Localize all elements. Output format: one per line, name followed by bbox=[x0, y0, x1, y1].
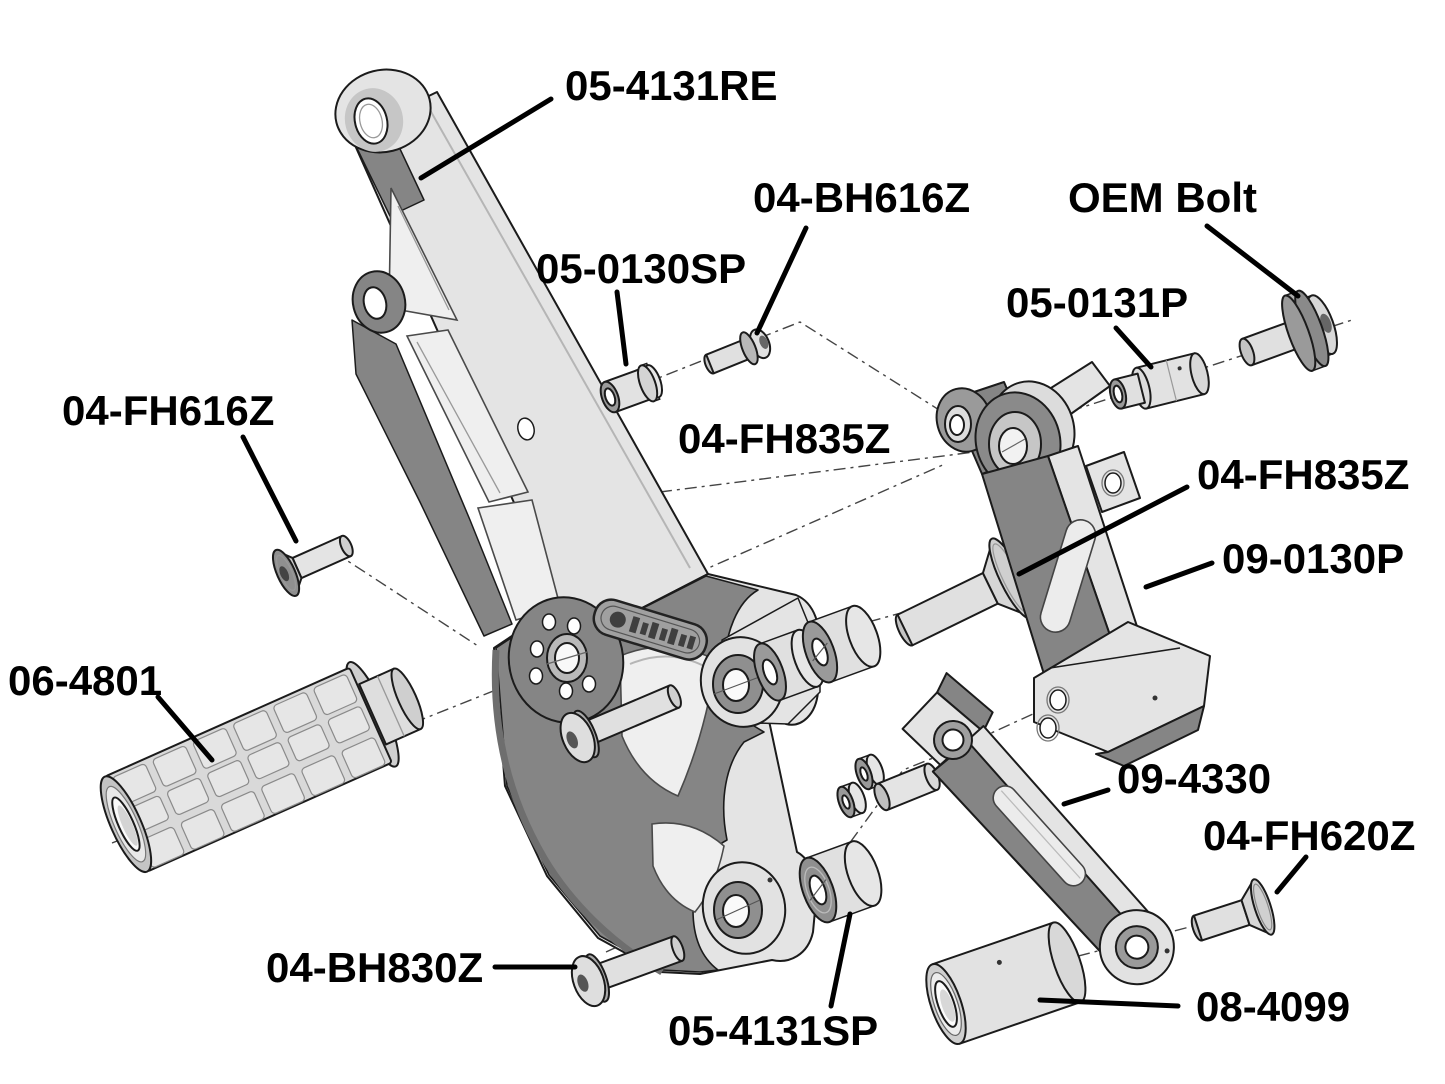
bracket-side-lug bbox=[351, 270, 407, 334]
label-bolt-bh616z: 04-BH616Z bbox=[753, 174, 970, 336]
part-bolt-fh616z bbox=[271, 534, 354, 598]
leader-arm-4330 bbox=[1061, 787, 1111, 807]
leader-bolt-fh620z bbox=[1274, 854, 1309, 895]
leader-footpeg bbox=[155, 694, 215, 763]
part-spacer-4099 bbox=[925, 921, 1087, 1046]
centerline-fh616z-axis bbox=[333, 551, 479, 647]
label-bolt-fh620z: 04-FH620Z bbox=[1203, 812, 1415, 895]
bracket-top-lug bbox=[334, 68, 432, 154]
bracket-flange bbox=[507, 596, 625, 724]
label-text-spacer-4099: 08-4099 bbox=[1196, 983, 1350, 1030]
part-bolt-fh620z bbox=[1190, 878, 1276, 942]
label-bolt-bh830z: 04-BH830Z bbox=[266, 944, 578, 991]
label-text-spacer-0131p: 05-0131P bbox=[1006, 279, 1188, 326]
label-spacer-0130sp: 05-0130SP bbox=[536, 245, 746, 367]
label-bolt-fh835z-1: 04-FH835Z bbox=[678, 415, 890, 462]
label-text-oem-bolt: OEM Bolt bbox=[1068, 174, 1257, 221]
label-text-bracket-0130p: 09-0130P bbox=[1222, 535, 1404, 582]
labels: 05-4131RE 04-BH616Z OEM Bolt 05-0130SP 0… bbox=[8, 62, 1415, 1054]
label-text-spacer-0130sp: 05-0130SP bbox=[536, 245, 746, 292]
part-bolt-bh830z bbox=[570, 935, 686, 1008]
leader-washer-4131sp bbox=[828, 911, 853, 1009]
bracket-cutout-mid bbox=[405, 329, 530, 503]
label-arm-4330: 09-4330 bbox=[1061, 755, 1271, 807]
leader-spacer-0131p bbox=[1113, 325, 1154, 370]
label-text-main-bracket: 05-4131RE bbox=[565, 62, 777, 109]
part-footpeg bbox=[99, 660, 425, 874]
part-washers-4131sp-upper bbox=[753, 604, 882, 702]
part-arm-4330 bbox=[901, 672, 1175, 986]
part-bolt-bh616z bbox=[703, 328, 772, 375]
centerline-eye-axis bbox=[659, 449, 991, 493]
label-bracket-0130p: 09-0130P bbox=[1143, 535, 1404, 590]
bracket-left-leg bbox=[351, 319, 513, 637]
label-text-footpeg: 06-4801 bbox=[8, 657, 162, 704]
leader-spacer-4099 bbox=[1037, 997, 1181, 1009]
label-text-bolt-bh616z: 04-BH616Z bbox=[753, 174, 970, 221]
label-text-bolt-fh620z: 04-FH620Z bbox=[1203, 812, 1415, 859]
part-washer-4131sp-lower bbox=[798, 840, 883, 924]
knurl-pads bbox=[112, 674, 386, 868]
leader-main-bracket bbox=[418, 96, 554, 181]
part-oem-bolt bbox=[1238, 289, 1338, 372]
label-text-bolt-fh835z-2: 04-FH835Z bbox=[1197, 451, 1409, 498]
centerline-mid-axis-a bbox=[671, 463, 946, 585]
leader-spacer-0130sp bbox=[614, 289, 629, 367]
label-text-arm-4330: 09-4330 bbox=[1117, 755, 1271, 802]
label-spacer-0131p: 05-0131P bbox=[1006, 279, 1188, 370]
centerline-top-bolt-axis bbox=[526, 321, 994, 445]
leader-oem-bolt bbox=[1204, 223, 1301, 299]
leader-bolt-bh616z bbox=[754, 225, 809, 336]
part-pivot-pin bbox=[873, 762, 941, 812]
leader-bolt-fh616z bbox=[240, 434, 299, 544]
label-footpeg: 06-4801 bbox=[8, 657, 215, 763]
part-small-washers bbox=[836, 753, 885, 819]
part-spacer-0130sp bbox=[599, 362, 664, 414]
label-bolt-fh616z: 04-FH616Z bbox=[62, 387, 299, 544]
label-text-bolt-fh835z-1: 04-FH835Z bbox=[678, 415, 890, 462]
leader-bolt-fh835z-2 bbox=[1016, 484, 1190, 577]
label-bolt-fh835z-2: 04-FH835Z bbox=[1016, 451, 1409, 577]
label-text-bolt-bh830z: 04-BH830Z bbox=[266, 944, 483, 991]
bracket-lower-barrel bbox=[701, 861, 787, 955]
bracket-0130p-foot bbox=[1033, 621, 1211, 767]
part-bracket-0130p bbox=[935, 361, 1211, 767]
label-text-washer-4131sp: 05-4131SP bbox=[668, 1007, 878, 1054]
label-washer-4131sp: 05-4131SP bbox=[668, 911, 878, 1054]
label-text-bolt-fh616z: 04-FH616Z bbox=[62, 387, 274, 434]
leader-bracket-0130p bbox=[1143, 560, 1215, 590]
engraved-logo bbox=[592, 598, 709, 661]
part-main-bracket bbox=[334, 68, 822, 976]
part-spacer-0131p bbox=[1108, 352, 1210, 410]
label-spacer-4099: 08-4099 bbox=[1037, 983, 1350, 1030]
label-oem-bolt: OEM Bolt bbox=[1068, 174, 1301, 299]
label-main-bracket: 05-4131RE bbox=[418, 62, 777, 181]
part-footpeg-bolt bbox=[559, 684, 682, 764]
